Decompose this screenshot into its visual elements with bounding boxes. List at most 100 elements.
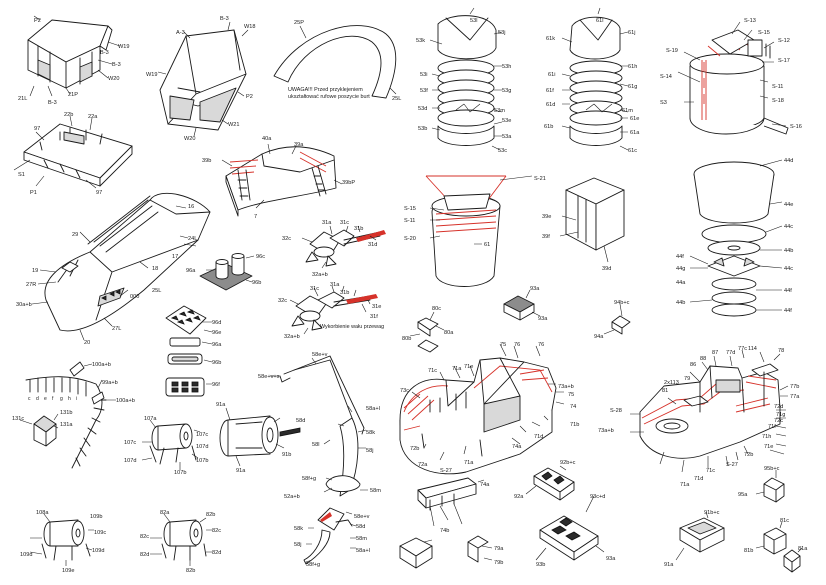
label-93a-2: 93a — [538, 316, 548, 322]
label-71c: 71c — [428, 368, 437, 374]
label-61d: 61d — [546, 102, 555, 108]
label-b3b: B-3 — [100, 50, 109, 56]
label-74a: 74a — [512, 444, 522, 450]
label-80c: 80c — [432, 306, 441, 312]
funnel-s-assembly — [677, 21, 789, 135]
label-53e: 53e — [502, 118, 511, 124]
label-31b-2: 31b — [340, 290, 349, 296]
label-p2: P2 — [246, 94, 253, 100]
misc-95-91-81 — [675, 470, 803, 573]
label-44c-2: 44c — [784, 266, 793, 272]
label-61b: 61b — [544, 124, 553, 130]
label-s3: S3 — [660, 100, 667, 106]
label-53f: 53f — [420, 88, 428, 94]
label-20: 20 — [84, 340, 90, 346]
label-61i: 61i — [548, 72, 555, 78]
label-25l: 25L — [152, 288, 161, 294]
label-73ab-2: 73a+b — [598, 428, 614, 434]
label-61m: 61m — [622, 108, 633, 114]
label-91b: 91b — [282, 452, 291, 458]
hull-body — [31, 192, 211, 341]
label-71g: 71g — [776, 412, 785, 418]
label-72c: 72c — [774, 418, 783, 424]
label-97b: 97 — [96, 190, 102, 196]
label-25p: 25P — [294, 20, 304, 26]
label-s1: S1 — [18, 172, 25, 178]
label-80b: 80b — [402, 336, 411, 342]
label-72d: 72d — [774, 404, 783, 410]
vent-44-labels: 44d 44e 44c 44b 44f 44g 44a 44c 44b 44f … — [676, 158, 793, 314]
boxes-labels: 92b+c 92a 93c+d 93a 93b 74a 74b 79a 79b — [440, 460, 616, 568]
label-s15: S-15 — [758, 30, 770, 36]
reel-82 — [150, 513, 212, 566]
label-58e: 58k — [294, 526, 303, 532]
reel-109 — [29, 513, 94, 566]
label-76-2: 76 — [538, 342, 544, 348]
label-77a: 77a — [790, 394, 800, 400]
label-53l: 53l — [470, 18, 477, 24]
label-107b-2: 107b — [196, 458, 208, 464]
label-94bc: 94b+c — [614, 300, 630, 306]
label-19: 19 — [32, 268, 38, 274]
label-92a: 92a — [514, 494, 524, 500]
label-61g: 61g — [628, 84, 637, 90]
pads-labels: 80c 80b 80a 93a 93a 94b+c 94a — [402, 286, 630, 342]
label-p1: P1 — [30, 190, 37, 196]
label-96b: 96b — [212, 360, 221, 366]
label-71a: 71a — [452, 366, 462, 372]
label-58fg: 58f+g — [302, 476, 316, 482]
label-73c: 73c — [400, 388, 409, 394]
label-44f-2: 44f — [784, 288, 792, 294]
label-61h: 61h — [628, 64, 637, 70]
label-44a: 44a — [676, 280, 686, 286]
label-79a: 79a — [494, 546, 504, 552]
label-39d: 39d — [602, 266, 611, 272]
label-71c: 71c — [706, 468, 715, 474]
vent-53-stack — [429, 7, 503, 151]
label-s16: S-16 — [790, 124, 802, 130]
label-31a-2: 31a — [330, 282, 340, 288]
label-s17: S-17 — [778, 58, 790, 64]
label-91a: 91a — [216, 402, 226, 408]
label-71a-2: 71a — [464, 460, 474, 466]
label-s27: S-27 — [440, 468, 452, 474]
label-78: 78 — [778, 348, 784, 354]
letter-e: e — [44, 396, 47, 402]
label-27r: 27R — [26, 282, 36, 288]
label-80a: 80a — [444, 330, 454, 336]
label-40a: 40a — [262, 136, 272, 142]
label-s21: S-21 — [534, 176, 546, 182]
label-58al: 58a+l — [366, 406, 380, 412]
label-b3c: B-3 — [48, 100, 57, 106]
label-72a: 72a — [418, 462, 428, 468]
label-81: 81 — [662, 388, 668, 394]
label-a3: A-3 — [176, 30, 185, 36]
label-86: 86 — [690, 362, 696, 368]
label-32c: 32c — [282, 236, 291, 242]
label-58cd: 58e+v — [354, 514, 370, 520]
letter-c: c — [28, 396, 31, 402]
label-58l-2: 58d — [356, 524, 365, 530]
label-31c: 31c — [340, 220, 349, 226]
label-75-2: 75 — [568, 392, 574, 398]
label-52ab: 52a+b — [284, 494, 300, 500]
label-s28: S-28 — [610, 408, 622, 414]
label-w20: W20 — [184, 136, 196, 142]
label-76: 76 — [514, 342, 520, 348]
label-16: 16 — [188, 204, 194, 210]
trays-labels: 96d 96e 96a 96b 96f — [212, 320, 222, 388]
label-b3a: B-3 — [112, 62, 121, 68]
label-74a-2: 74a — [480, 482, 490, 488]
label-61a: 61a — [630, 130, 640, 136]
label-s14: S-14 — [660, 74, 672, 80]
note-uwaga: UWAGA!!! Przed przyklejeniem — [288, 87, 363, 93]
label-100ab: 100a+b — [92, 362, 111, 368]
letter-h: h — [68, 396, 71, 402]
label-53h: 53h — [502, 64, 511, 70]
label-107c: 107c — [196, 432, 208, 438]
label-000: 000 — [130, 294, 139, 300]
label-31a: 31a — [322, 220, 332, 226]
railing-labels: 100a+b 99a+b c d e f g h i 131b 131c 131… — [12, 362, 135, 428]
bitts-labels: 96c 96a 96b — [186, 254, 265, 286]
